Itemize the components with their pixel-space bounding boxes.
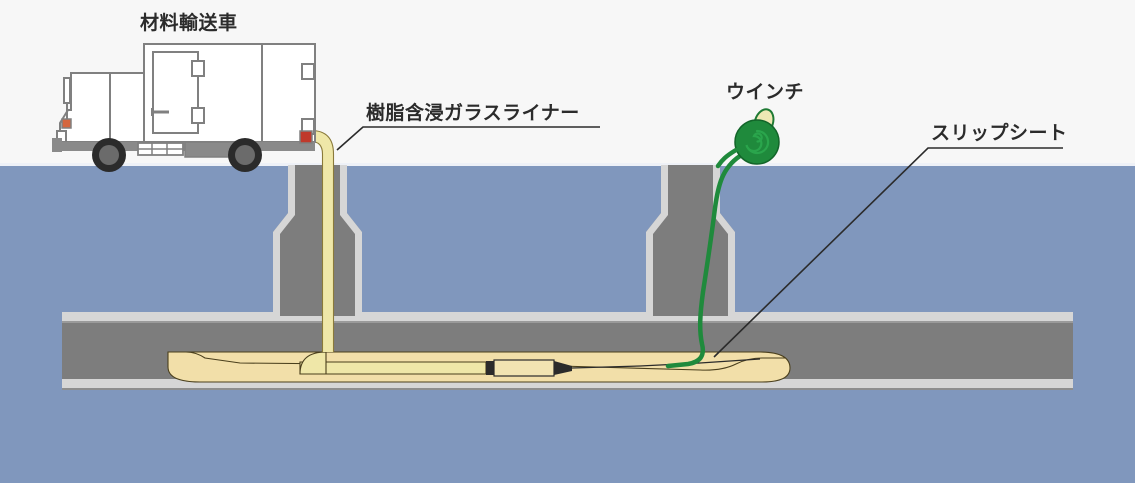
- liner-horizontal: [299, 361, 487, 375]
- leader-line-liner: [336, 126, 600, 151]
- manhole-right-body: [646, 165, 735, 316]
- manhole-right: [646, 165, 735, 316]
- winch-coil-spiral: [745, 129, 770, 155]
- leader-lines: [336, 126, 1063, 358]
- liner-nose-tip: [554, 361, 572, 375]
- winch-rope-lead: [715, 147, 739, 169]
- label-winch: ウインチ: [726, 82, 805, 103]
- truck-cargo-door: [152, 51, 199, 134]
- truck-marker-lamp: [61, 118, 72, 129]
- manhole-left-edge-inner-left: [273, 165, 295, 316]
- pipe-wall-bottom-shade: [62, 388, 1073, 390]
- slip-sheet-fold-left: [168, 351, 561, 367]
- resin-liner: [299, 351, 761, 377]
- liner-nose-section: [493, 359, 555, 377]
- label-slip-sheet: スリップシート: [931, 123, 1068, 144]
- truck-side-mirror: [63, 77, 71, 104]
- truck-rear-wheel: [228, 138, 262, 172]
- manhole-left-body: [273, 165, 362, 316]
- winch-rope-path: [665, 153, 743, 369]
- material-transport-truck: [52, 43, 316, 172]
- manhole-left: [273, 165, 362, 316]
- manhole-left-edge-inner-right: [340, 165, 362, 316]
- truck-bumper: [52, 138, 62, 152]
- liner-elbow: [299, 351, 327, 375]
- winch-rope: [665, 153, 743, 369]
- winch: [715, 108, 780, 169]
- truck-cab-upper-sleeper: [109, 72, 145, 143]
- leader-line-slip-sheet: [713, 147, 1063, 358]
- ground-surface-line: [0, 163, 1135, 166]
- pipe-wall-bottom: [62, 379, 1073, 388]
- label-resin-impregnated-glass-liner: 樹脂含浸ガラスライナー: [366, 103, 580, 124]
- pipe-wall-top: [62, 312, 1073, 321]
- liner-coupling-collar: [486, 361, 494, 375]
- truck-front-wheel: [92, 138, 126, 172]
- manhole-right-edge-inner-right: [713, 165, 735, 316]
- truck-rear-latch-upper: [301, 63, 315, 80]
- truck-latch-upper: [191, 60, 205, 77]
- label-material-transport-vehicle: 材料輸送車: [140, 13, 238, 34]
- truck-latch-lower: [191, 107, 205, 124]
- truck-resin-outlet-port: [299, 130, 313, 144]
- pipe-wall-top-shade: [62, 321, 1073, 323]
- slip-sheet-fold-right: [559, 357, 786, 371]
- manhole-right-edge-inner-left: [646, 165, 668, 316]
